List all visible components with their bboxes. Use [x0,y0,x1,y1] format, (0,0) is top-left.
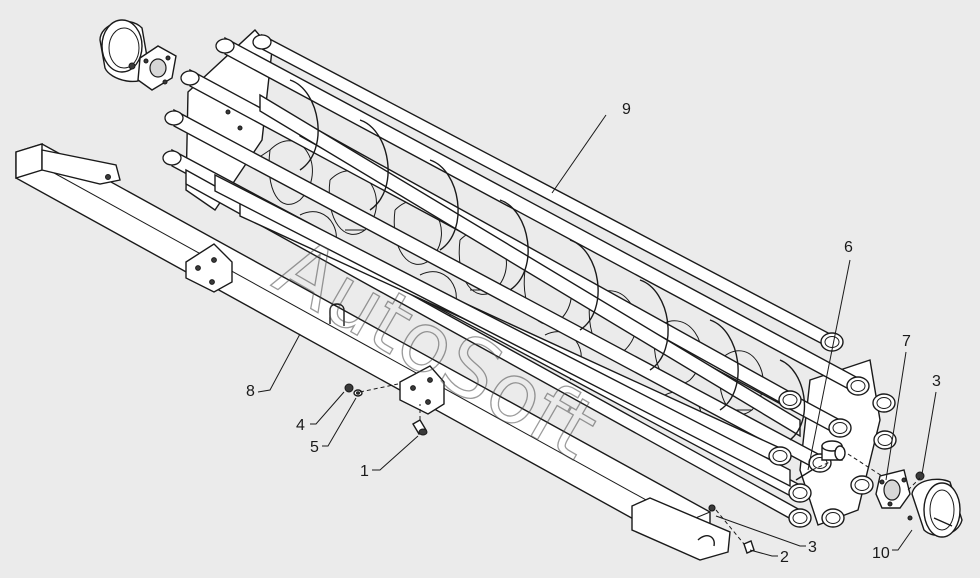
beam-mount-plate-right [399,365,445,415]
nut-3-right [915,471,925,481]
beam-u-hook [329,303,345,326]
callout-1: 1 [360,463,369,480]
callout-7: 7 [902,333,911,350]
cage-roller [162,28,897,528]
roller-tubes [162,33,897,528]
end-plate-hole [225,109,231,115]
callout-3-lower: 3 [808,539,817,556]
pin-6 [795,469,813,481]
callout-9: 9 [622,101,631,118]
beam-end-bracket [631,497,731,561]
roller-rings [289,79,806,441]
end-plate-hole [237,125,243,131]
nut-4 [344,383,354,393]
fasteners [344,383,925,554]
nut-3-beam [708,504,716,512]
callout-8: 8 [246,383,255,400]
beam-mount-plate-left [185,243,233,293]
callout-10: 10 [872,545,890,562]
callout-labels: 1 2 3 3 4 5 6 7 8 9 10 [246,101,941,566]
roller-axle-stub [821,440,846,461]
callout-6: 6 [844,239,853,256]
top-end-cap-assembly [99,19,177,91]
bolt-1 [412,419,428,436]
callout-5: 5 [310,439,319,456]
callout-3-right: 3 [932,373,941,390]
beam-bracket-top [41,149,121,185]
right-bearing-flange [875,469,911,509]
callout-2: 2 [780,549,789,566]
right-end-cap-wheel [907,478,963,538]
roller-end-plate-left [185,28,273,211]
leader-lines [257,114,937,557]
frame-beam [15,143,731,561]
assembly-guides [359,383,921,545]
callout-4: 4 [296,417,305,434]
